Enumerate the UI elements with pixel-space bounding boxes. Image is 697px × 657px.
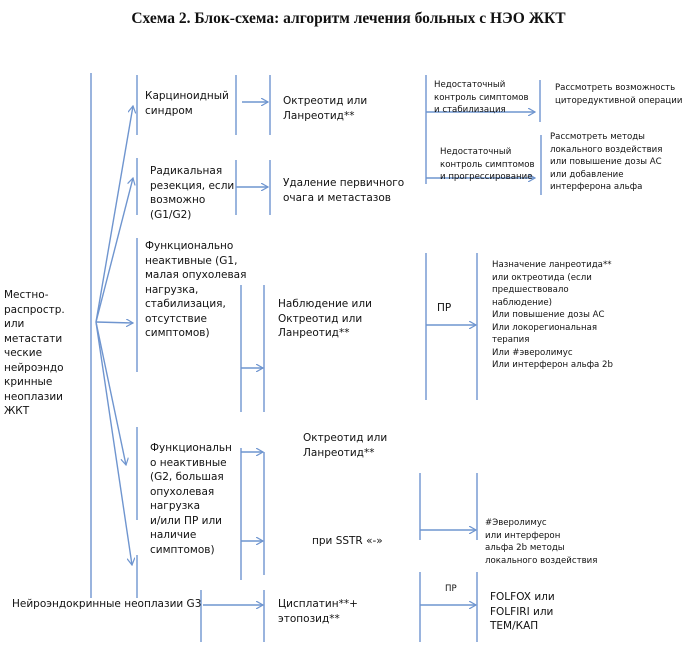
treatment-sstr-negative: при SSTR «-» [312,535,383,547]
g3-root-node: Нейроэндокринные неоплазии G3 [12,598,202,610]
outcome-pr-action: Назначение ланреотида** или октреотида (… [492,260,613,370]
root-node: Местно- распростр. или метастати ческие … [4,289,65,417]
treatment-g3: Цисплатин**+ этопозид** [278,598,358,625]
treatment-carcinoid: Октреотид или Ланреотид** [283,95,368,122]
diagram-title: Схема 2. Блок-схема: алгоритм лечения бо… [131,10,566,27]
outcome-g3-pr-label: ПР [445,584,457,594]
outcome-g2-action: #Эверолимус или интерферон альфа 2b мето… [485,518,598,566]
branch-inactive-g2: Функциональн о неактивные (G2, большая о… [150,442,232,556]
arrow-to-carcinoid [95,106,133,323]
arrow-to-inactive-g1 [95,322,133,323]
branch-carcinoid: Карциноидный синдром [145,90,229,117]
outcome-stabilization-action: Рассмотреть возможность циторедуктивной … [555,83,683,106]
outcome-progression-label: Недостаточный контроль симптомов и прогр… [440,147,535,182]
branch-resection: Радикальная резекция, если возможно (G1/… [150,165,235,221]
outcome-progression-action: Рассмотреть методы локального воздействи… [550,132,663,192]
outcome-pr-label: ПР [437,302,452,314]
treatment-resection: Удаление первичного очага и метастазов [283,177,405,204]
arrow-to-resection [95,178,133,323]
outcome-g3-action: FOLFOX или FOLFIRI или ТЕМ/КАП [490,591,555,632]
arrow-to-inactive-g2 [95,321,126,465]
branch-inactive-g1: Функционально неактивные (G1, малая опух… [145,240,247,339]
treatment-inactive-g2: Октреотид или Ланреотид** [303,432,388,459]
arrow-to-g3 [95,321,132,565]
outcome-stabilization-label: Недостаточный контроль симптомов и стаби… [434,80,529,115]
treatment-inactive-g1: Наблюдение или Октреотид или Ланреотид** [278,298,372,339]
